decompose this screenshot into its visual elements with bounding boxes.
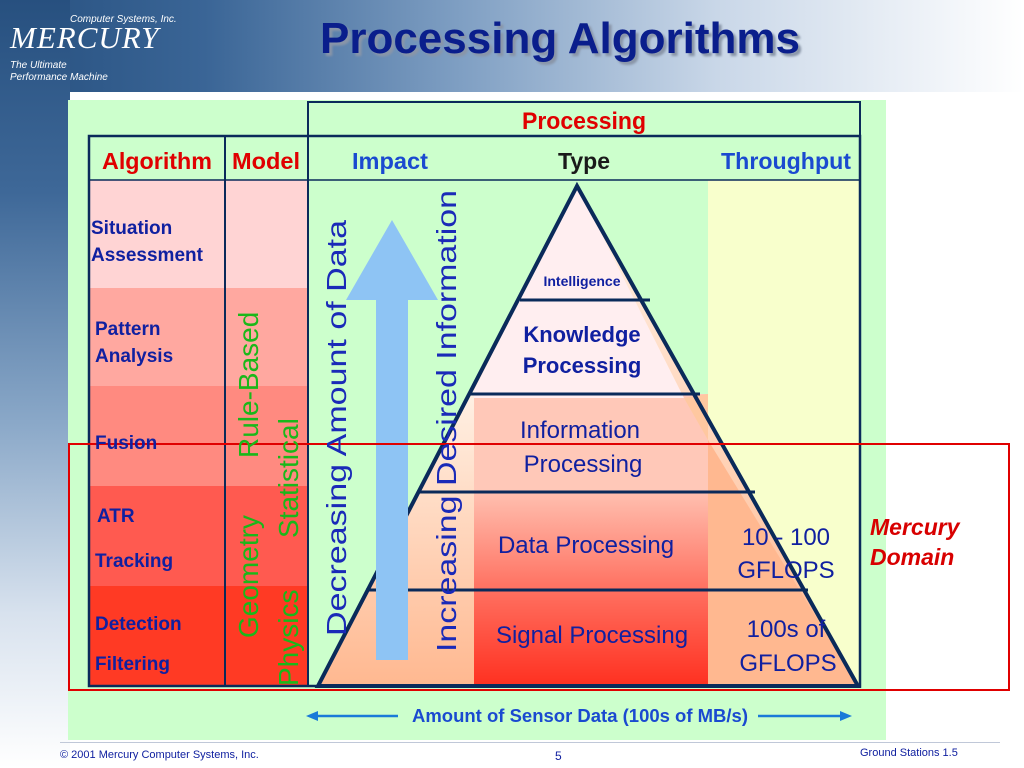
mercury-domain-line1: Mercury <box>870 514 960 540</box>
algo-assessment: Assessment <box>91 245 204 266</box>
mercury-domain-line2: Domain <box>870 544 955 570</box>
footer-divider <box>60 742 1000 743</box>
algo-analysis: Analysis <box>95 346 173 367</box>
model-rule-based: Rule-Based <box>233 312 264 458</box>
logo-company-line: Computer Systems, Inc. <box>70 14 177 25</box>
algo-detection: Detection <box>95 614 182 635</box>
level-knowledge-2: Processing <box>523 353 642 378</box>
up-arrow <box>346 220 438 660</box>
level-knowledge-1: Knowledge <box>523 322 640 347</box>
logo-tagline-2: Performance Machine <box>10 72 108 83</box>
band-2 <box>89 288 308 386</box>
model-geometry: Geometry <box>233 515 264 638</box>
level-signal: Signal Processing <box>496 622 688 649</box>
signal-level-fill <box>474 590 708 686</box>
page-number: 5 <box>555 749 562 763</box>
throughput-2-line1: 100s of <box>747 616 826 643</box>
throughput-1-line1: 10 - 100 <box>742 524 830 551</box>
mercury-domain-box <box>68 443 1010 691</box>
throughput-2-line2: GFLOPS <box>739 650 836 677</box>
footer-section: Ground Stations 1.5 <box>860 747 958 759</box>
sidebar-band <box>0 0 70 768</box>
algo-tracking: Tracking <box>95 551 173 572</box>
header-processing: Processing <box>522 108 646 135</box>
top-level-fill <box>470 186 684 398</box>
header-type: Type <box>558 148 610 174</box>
mercury-domain-label: Mercury Domain <box>870 512 959 572</box>
data-level-fill <box>474 492 708 590</box>
band-1 <box>89 180 308 288</box>
header-impact: Impact <box>352 148 428 174</box>
algo-pattern: Pattern <box>95 319 160 340</box>
level-information-1: Information <box>520 417 640 444</box>
header-algorithm: Algorithm <box>102 148 212 174</box>
impact-decreasing: Decreasing Amount of Data <box>321 219 352 636</box>
level-information-2: Processing <box>524 451 643 478</box>
band-3 <box>89 386 308 486</box>
model-physics: Physics <box>273 590 304 686</box>
mercury-logo: MERCURY <box>10 20 160 55</box>
algo-fusion: Fusion <box>95 433 157 454</box>
level-data: Data Processing <box>498 532 674 559</box>
model-statistical: Statistical <box>273 418 304 538</box>
level-intelligence: Intelligence <box>543 273 620 289</box>
throughput-1-line2: GFLOPS <box>737 557 834 584</box>
header-throughput: Throughput <box>721 148 851 174</box>
algo-filtering: Filtering <box>95 654 170 675</box>
logo-tagline-1: The Ultimate <box>10 60 67 71</box>
algo-situation: Situation <box>91 218 172 239</box>
band-4 <box>89 486 308 586</box>
header-band <box>0 0 1024 92</box>
band-5 <box>89 586 308 686</box>
impact-increasing: Increasing Desired Information <box>431 190 462 652</box>
slide-title: Processing Algorithms <box>319 14 801 63</box>
table-frame <box>87 134 862 688</box>
algo-atr: ATR <box>97 506 135 527</box>
header-model: Model <box>232 148 300 174</box>
sensor-data-label: Amount of Sensor Data (100s of MB/s) <box>412 706 748 726</box>
footer-copyright: © 2001 Mercury Computer Systems, Inc. <box>60 749 259 761</box>
